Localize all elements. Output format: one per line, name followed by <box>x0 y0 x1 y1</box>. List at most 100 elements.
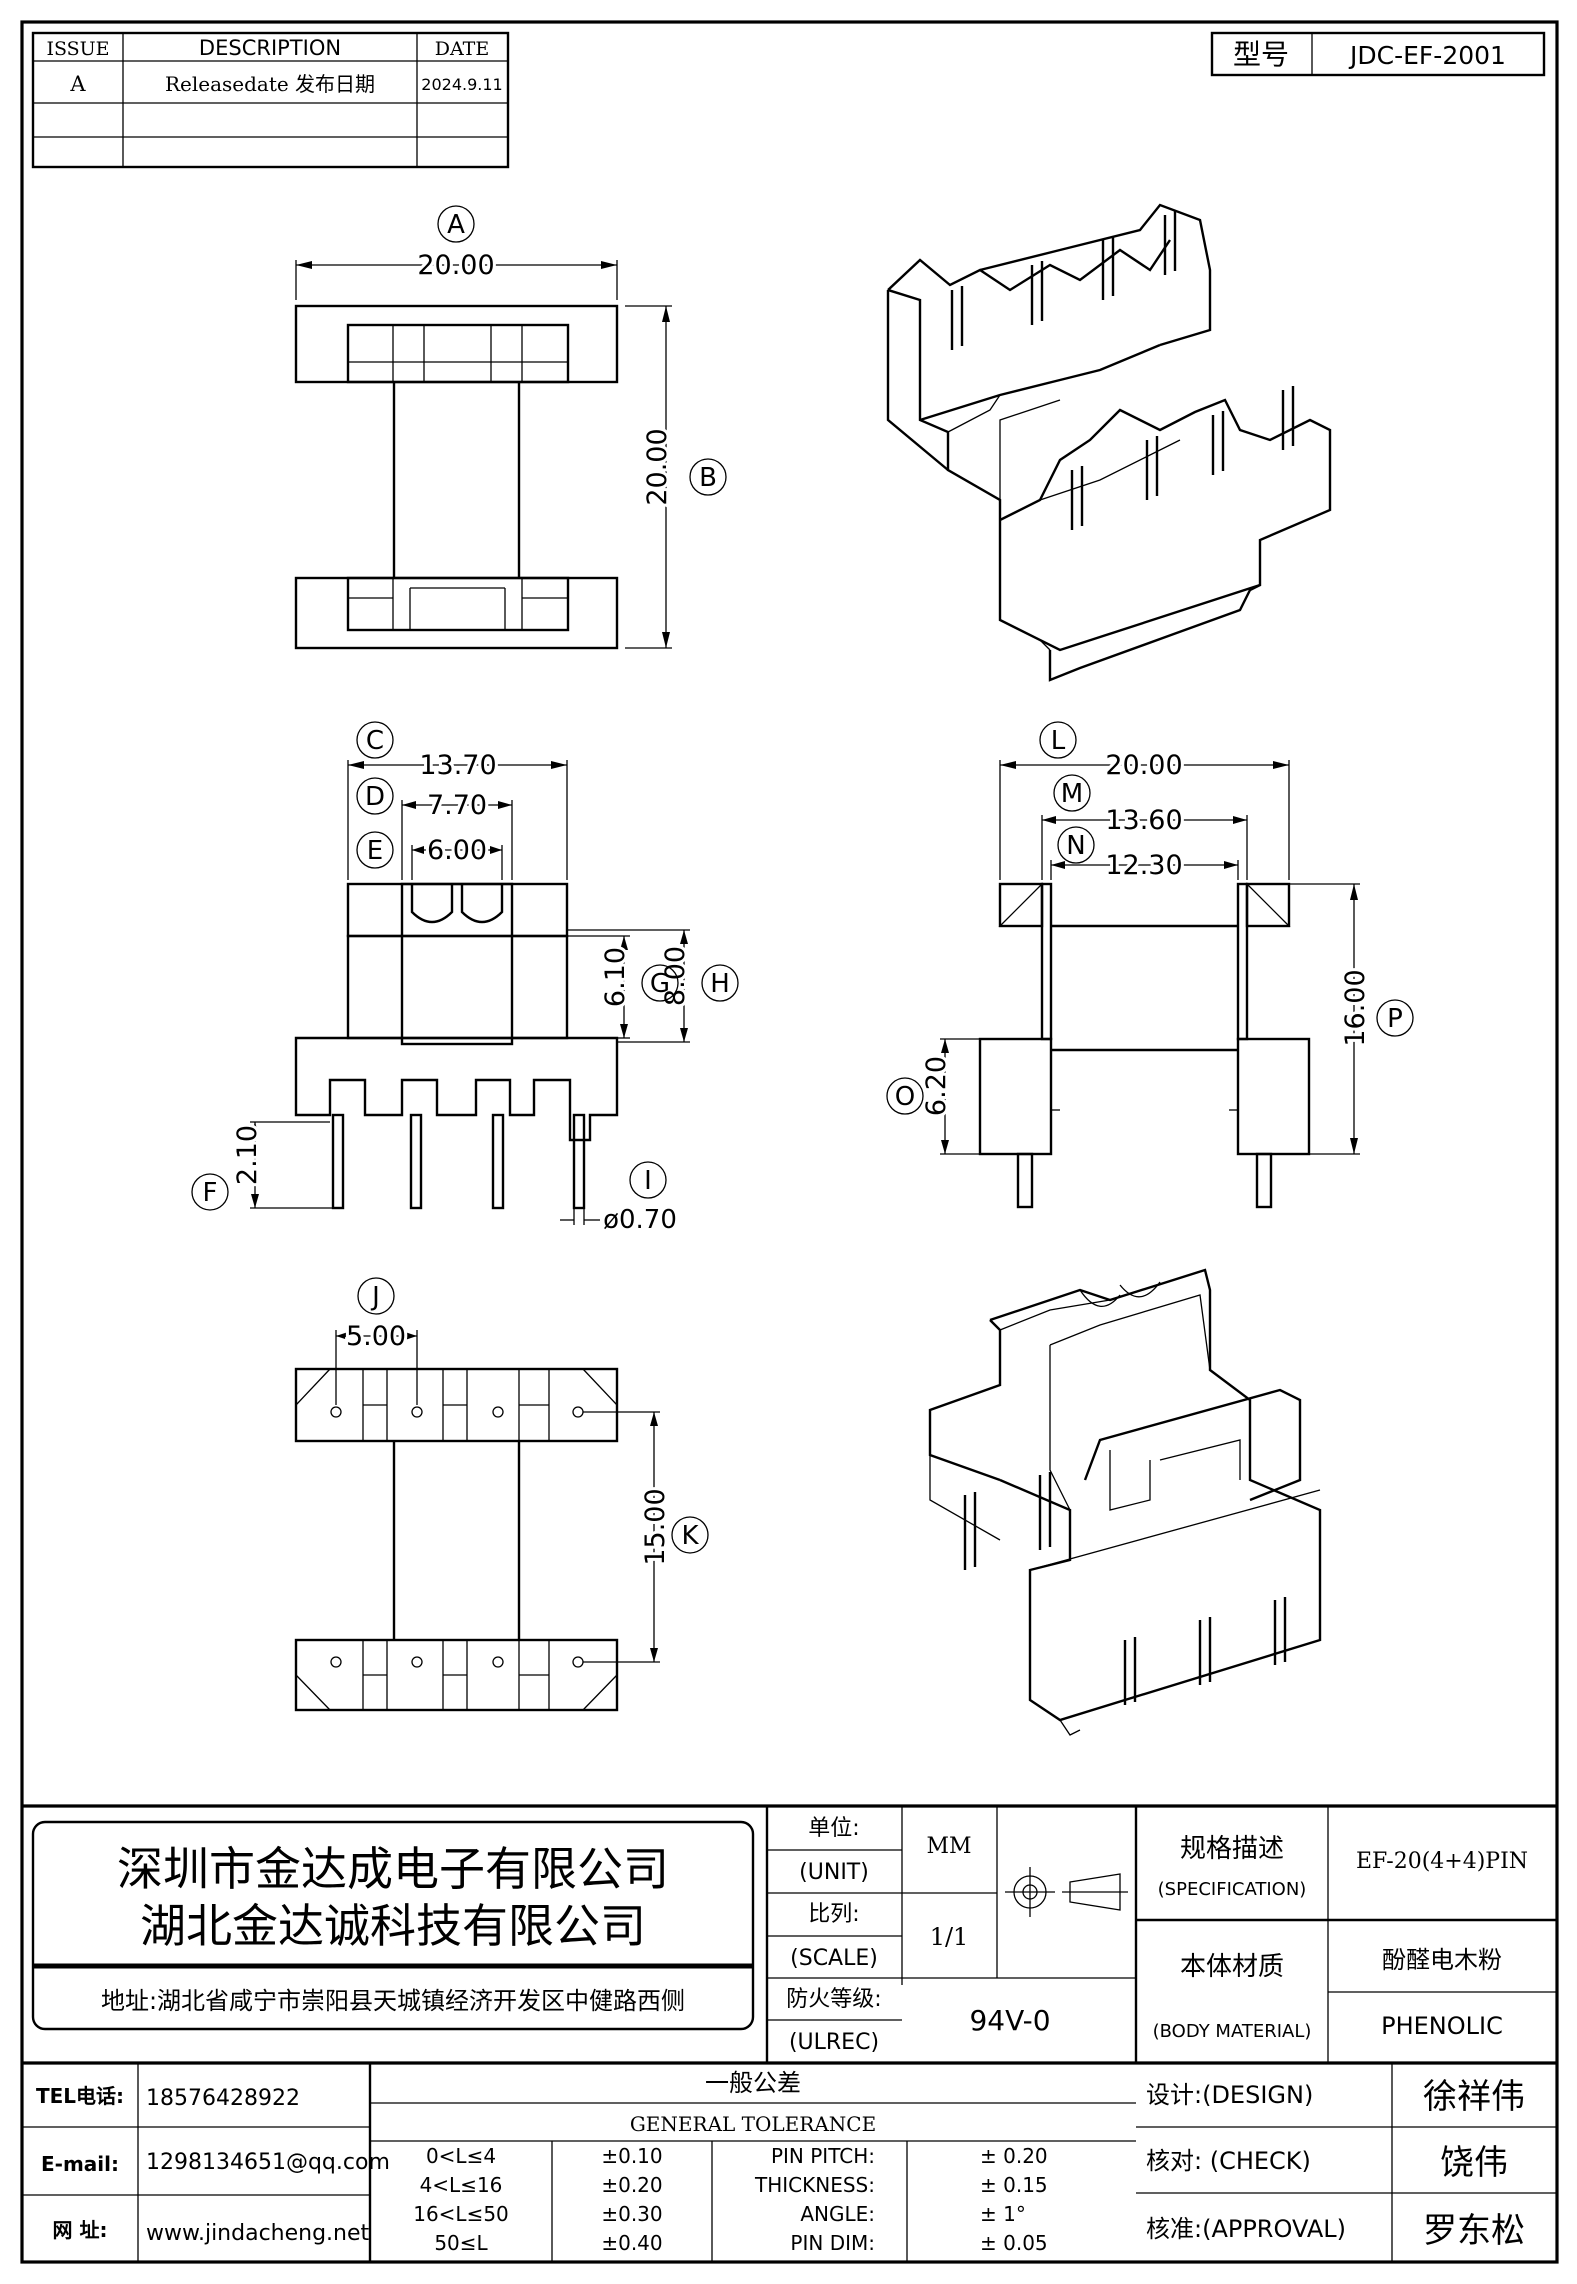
dim-c-value: 13.70 <box>419 750 496 781</box>
tolerance-item-value: ± 0.15 <box>980 2173 1048 2197</box>
callout-letter-j: J <box>370 1282 380 1312</box>
isometric-view-top <box>886 203 1332 682</box>
tolerance-range-value: ±0.20 <box>601 2173 662 2197</box>
callout-letter-e: E <box>367 836 383 866</box>
scale-value: 1/1 <box>930 1923 969 1951</box>
dim-i-value: ø0.70 <box>603 1205 677 1235</box>
company-address: 地址:湖北省咸宁市崇阳县天城镇经济开发区中健路西侧 <box>101 1987 685 2015</box>
dim-f-value: 2.10 <box>232 1125 263 1185</box>
tolerance-title-cn: 一般公差 <box>705 2069 801 2097</box>
tolerance-item-value: ± 0.20 <box>980 2144 1048 2168</box>
email-value: 1298134651@qq.com <box>146 2150 390 2175</box>
approval-name: 罗东松 <box>1423 2211 1525 2251</box>
title-block: 深圳市金达成电子有限公司 湖北金达诚科技有限公司 地址:湖北省咸宁市崇阳县天城镇… <box>22 1804 1557 2262</box>
dim-n-value: 12.30 <box>1105 850 1182 881</box>
web-value: www.jindacheng.net <box>146 2221 370 2246</box>
dim-p-value: 16.00 <box>1340 969 1371 1046</box>
tel-value: 18576428922 <box>146 2086 300 2111</box>
revision-description-a: Releasedate 发布日期 <box>165 72 375 96</box>
callout-circle-a <box>437 205 475 243</box>
callout-letter-l: L <box>1051 726 1066 756</box>
spec-label: 规格描述 <box>1180 1834 1284 1864</box>
material-label-en: (BODY MATERIAL) <box>1153 2021 1312 2042</box>
callout-circle-d <box>356 777 394 815</box>
scale-label: 比列: <box>808 1902 859 1927</box>
fire-label: 防火等级: <box>786 1987 881 2012</box>
callout-letter-g: G <box>650 969 670 999</box>
design-name: 徐祥伟 <box>1423 2077 1525 2117</box>
bottom-view: 5.00 15.00 <box>294 1318 674 1712</box>
callout-letter-d: D <box>365 782 385 812</box>
callout-letter-f: F <box>203 1178 218 1208</box>
callout-letter-i: I <box>644 1166 652 1196</box>
dim-d-value: 7.70 <box>427 790 487 821</box>
scale-label-en: (SCALE) <box>790 1946 878 1971</box>
projection-symbol <box>1005 1867 1128 1917</box>
callout-letter-h: H <box>710 969 730 999</box>
company-name-2: 湖北金达诚科技有限公司 <box>140 1899 646 1953</box>
revision-header-description: DESCRIPTION <box>199 36 341 60</box>
dim-j-value: 5.00 <box>346 1321 406 1352</box>
front-view: 13.70 7.70 6.00 6.10 8.00 2.10 <box>229 747 694 1235</box>
callout-letter-k: K <box>681 1521 699 1551</box>
callout-letter-a: A <box>447 210 465 240</box>
material-value-cn: 酚醛电木粉 <box>1382 1946 1502 1974</box>
tolerance-item-name: ANGLE: <box>800 2202 875 2226</box>
tolerance-range: 4<L≤16 <box>420 2173 503 2197</box>
callout-letter-n: N <box>1066 831 1085 861</box>
callout-letter-c: C <box>366 726 384 756</box>
callout-circle-l <box>1039 721 1077 759</box>
callout-circle-k <box>671 1516 709 1554</box>
dim-a-value: 20.00 <box>417 250 494 281</box>
callout-circle-n <box>1057 826 1095 864</box>
isometric-view-bottom <box>928 1268 1322 1736</box>
callout-circle-i <box>629 1161 667 1199</box>
callout-letter-p: P <box>1387 1004 1403 1034</box>
email-label: E-mail: <box>41 2152 119 2176</box>
callout-circle-p <box>1376 999 1414 1037</box>
tolerance-range-value: ±0.10 <box>601 2144 662 2168</box>
tolerance-range: 50≤L <box>434 2231 488 2255</box>
tolerance-item-name: THICKNESS: <box>754 2173 875 2197</box>
tolerance-range-value: ±0.40 <box>601 2231 662 2255</box>
web-label: 网 址: <box>53 2218 108 2242</box>
revision-issue-a: A <box>69 72 86 96</box>
tolerance-item-value: ± 1° <box>980 2202 1026 2226</box>
tolerance-title-en: GENERAL TOLERANCE <box>630 2112 876 2136</box>
company-name-1: 深圳市金达成电子有限公司 <box>117 1842 669 1896</box>
dim-g-value: 6.10 <box>600 947 631 1007</box>
tolerance-rows: 0<L≤4 ±0.10 4<L≤16 ±0.20 16<L≤50 ±0.30 50≤L ±0.… <box>413 2144 1047 2255</box>
callout-circle-c <box>356 721 394 759</box>
model-value: JDC-EF-2001 <box>1348 41 1506 70</box>
callout-circle-b <box>689 458 727 496</box>
dim-b-value: 20.00 <box>642 428 673 505</box>
unit-value: MM <box>926 1834 971 1859</box>
dim-h-value: 8.00 <box>660 946 691 1006</box>
check-label: 核对: (CHECK) <box>1146 2147 1311 2175</box>
unit-label-en: (UNIT) <box>799 1860 869 1885</box>
dim-o-value: 6.20 <box>921 1056 952 1116</box>
check-name: 饶伟 <box>1440 2143 1508 2183</box>
model-label: 型号 <box>1233 38 1289 71</box>
tolerance-range-value: ±0.30 <box>601 2202 662 2226</box>
fire-rating: 94V-0 <box>969 2004 1050 2037</box>
dim-m-value: 13.60 <box>1105 805 1182 836</box>
fire-label-en: (ULREC) <box>789 2030 879 2055</box>
dim-e-value: 6.00 <box>427 835 487 866</box>
tolerance-range: 16<L≤50 <box>413 2202 509 2226</box>
callout-circle-e <box>356 831 394 869</box>
design-label: 设计:(DESIGN) <box>1146 2081 1313 2109</box>
tolerance-range: 0<L≤4 <box>426 2144 496 2168</box>
spec-value: EF-20(4+4)PIN <box>1356 1849 1528 1874</box>
tel-label: TEL电话: <box>36 2084 124 2108</box>
top-view: 20.00 20.00 <box>294 247 676 650</box>
dim-k-value: 15.00 <box>640 1488 671 1565</box>
sheet-border <box>20 20 1559 2264</box>
side-view: 20.00 13.60 12.30 16.00 6.20 <box>918 747 1374 1209</box>
revision-header-date: DATE <box>435 38 489 60</box>
unit-label: 单位: <box>808 1816 859 1841</box>
spec-label-en: (SPECIFICATION) <box>1158 1879 1307 1900</box>
callout-letter-o: O <box>895 1082 915 1112</box>
